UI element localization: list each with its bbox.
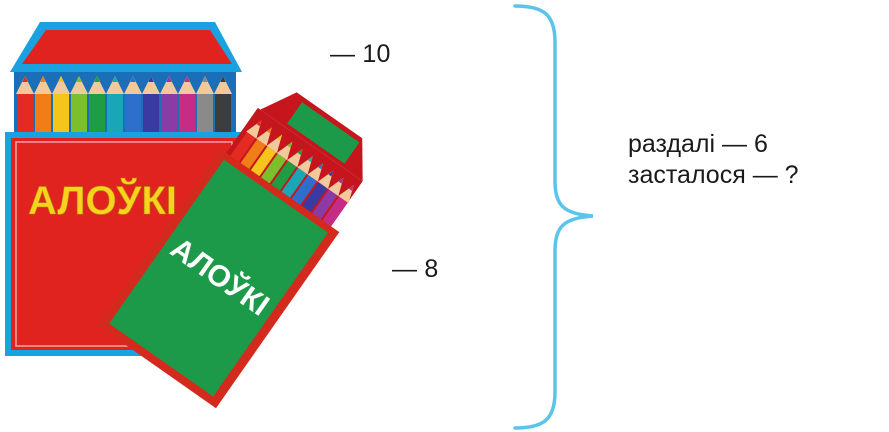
crayon-boxes-illustration: АЛОЎКІ АЛОЎКІ bbox=[0, 0, 470, 432]
curly-brace bbox=[505, 0, 605, 432]
question-line: засталося — ? bbox=[628, 160, 799, 191]
green-box-count-label: — 8 bbox=[392, 255, 438, 284]
problem-text: раздалі — 6 засталося — ? bbox=[628, 129, 799, 191]
red-box-count-label: — 10 bbox=[330, 40, 391, 69]
red-box-label: АЛОЎКІ bbox=[28, 176, 177, 223]
given-line: раздалі — 6 bbox=[628, 129, 799, 160]
